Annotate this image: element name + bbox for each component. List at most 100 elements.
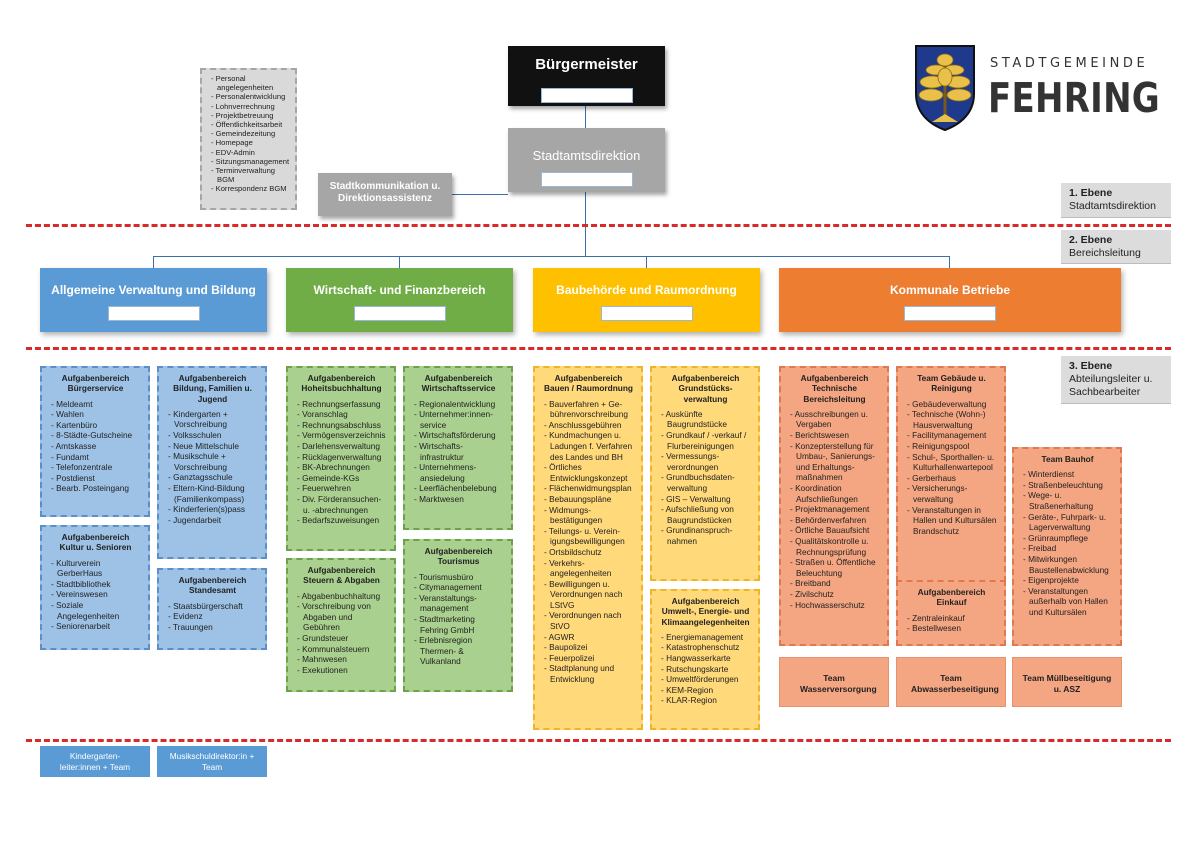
task-list: EnergiemanagementKatastrophenschutzHangw… bbox=[659, 632, 752, 706]
task-item: Stadtbibliothek bbox=[49, 579, 142, 590]
level-2-label: 2. Ebene Bereichsleitung bbox=[1061, 230, 1171, 264]
task-item: Verkehrs-angelegenheiten bbox=[542, 558, 635, 579]
box-bauhof: Team BauhofWinterdienstStraßenbeleuchtun… bbox=[1012, 447, 1122, 646]
staff-item: EDV-Admin bbox=[209, 148, 291, 157]
task-item: Erlebnisregion Thermen- & Vulkanland bbox=[412, 635, 505, 667]
task-list: AbgabenbuchhaltungVorschreibung von Abga… bbox=[295, 591, 388, 676]
task-item: Darlehensverwaltung bbox=[295, 441, 388, 452]
dept-title: Allgemeine Verwaltung und Bildung bbox=[51, 283, 256, 297]
level-sub: Abteilungsleiter u. Sachbearbeiter bbox=[1069, 373, 1153, 398]
task-item: Neue Mittelschule bbox=[166, 441, 259, 452]
task-item: Freibad bbox=[1021, 543, 1114, 554]
task-item: Meldeamt bbox=[49, 399, 142, 410]
logo-line2: FEHRING bbox=[988, 74, 1161, 122]
task-item: Veranstaltungs-management bbox=[412, 593, 505, 614]
task-item: Reinigungspool bbox=[905, 441, 998, 452]
task-item: Stadtmarketing Fehring GmbH bbox=[412, 614, 505, 635]
box-bildung: Aufgabenbereich Bildung, Familien u. Jug… bbox=[157, 366, 267, 559]
dept-wirtschaft-finanz: Wirtschaft- und Finanzbereich bbox=[286, 268, 513, 332]
task-item: Gebäudeverwaltung bbox=[905, 399, 998, 410]
box-einkauf: Aufgabenbereich EinkaufZentraleinkaufBes… bbox=[896, 580, 1006, 646]
name-field bbox=[540, 88, 633, 103]
task-item: Rücklagenverwaltung bbox=[295, 452, 388, 463]
task-item: Volksschulen bbox=[166, 430, 259, 441]
task-item: Mahnwesen bbox=[295, 654, 388, 665]
task-item: Amtskasse bbox=[49, 441, 142, 452]
box-hoheit: Aufgabenbereich HoheitsbuchhaltungRechnu… bbox=[286, 366, 396, 551]
task-item: Gemeinde-KGs bbox=[295, 473, 388, 484]
dept-baubehoerde: Baubehörde und Raumordnung bbox=[533, 268, 760, 332]
staff-item: Sitzungsmanagement bbox=[209, 157, 291, 166]
box-title: Aufgabenbereich Grundstücks-verwaltung bbox=[671, 373, 740, 404]
task-item: Katastrophenschutz bbox=[659, 642, 752, 653]
task-list: Kulturverein GerberHausStadtbibliothekVe… bbox=[49, 558, 142, 632]
task-item: Widmungs-bestätigungen bbox=[542, 505, 635, 526]
task-item: Berichtswesen bbox=[788, 430, 881, 441]
task-list: ZentraleinkaufBestellwesen bbox=[905, 613, 998, 634]
task-list: RegionalentwicklungUnternehmer:innen-ser… bbox=[412, 399, 505, 505]
staff-item: Terminverwaltung BGM bbox=[209, 166, 291, 184]
staff-item: Projektbetreuung bbox=[209, 111, 291, 120]
box-technik: Aufgabenbereich Technische Bereichsleitu… bbox=[779, 366, 889, 646]
task-item: Eltern-Kind-Bildung (Familienkompass) bbox=[166, 483, 259, 504]
buergermeister-title: Bürgermeister bbox=[535, 56, 638, 73]
task-list: StaatsbürgerschaftEvidenzTrauungen bbox=[166, 601, 259, 633]
box-title: Aufgabenbereich Wirtschaftsservice bbox=[421, 373, 496, 394]
task-list: Auskünfte BaugrundstückeGrundkauf / -ver… bbox=[659, 409, 752, 547]
box-grundstueck: Aufgabenbereich Grundstücks-verwaltungAu… bbox=[650, 366, 760, 581]
task-item: Vermessungs-verordnungen bbox=[659, 451, 752, 472]
level-3-label: 3. Ebene Abteilungsleiter u. Sachbearbei… bbox=[1061, 356, 1171, 404]
task-item: Kommunalsteuern bbox=[295, 644, 388, 655]
task-item: Umweltförderungen bbox=[659, 674, 752, 685]
task-item: Ausschreibungen u. Vergaben bbox=[788, 409, 881, 430]
box-title: Aufgabenbereich Tourismus bbox=[424, 546, 493, 567]
task-item: Telefonzentrale bbox=[49, 462, 142, 473]
task-item: Breitband bbox=[788, 578, 881, 589]
task-item: Hochwasserschutz bbox=[788, 600, 881, 611]
task-item: Bearb. Posteingang bbox=[49, 483, 142, 494]
task-item: Jugendarbeit bbox=[166, 515, 259, 526]
task-item: Anschlussgebühren bbox=[542, 420, 635, 431]
task-item: Projektmanagement bbox=[788, 504, 881, 515]
task-item: Kindergarten + Vorschreibung bbox=[166, 409, 259, 430]
task-item: Kundmachungen u. Ladungen f. Verfahren d… bbox=[542, 430, 635, 462]
task-item: Straßenbeleuchtung bbox=[1021, 480, 1114, 491]
task-item: Bestellwesen bbox=[905, 623, 998, 634]
level-title: 3. Ebene bbox=[1069, 360, 1113, 372]
name-field bbox=[904, 306, 996, 321]
task-item: Eigenprojekte bbox=[1021, 575, 1114, 586]
task-item: Qualitätskontrolle u. Rechnungsprüfung bbox=[788, 536, 881, 557]
task-item: Trauungen bbox=[166, 622, 259, 633]
task-item: Bewilligungen u. Verordnungen nach LStVG bbox=[542, 579, 635, 611]
task-item: Behördenverfahren bbox=[788, 515, 881, 526]
level-title: 1. Ebene bbox=[1069, 187, 1113, 199]
box-title: Aufgabenbereich Standesamt bbox=[178, 575, 247, 596]
task-item: Zentraleinkauf bbox=[905, 613, 998, 624]
logo: STADTGEMEINDE FEHRING bbox=[912, 44, 1162, 134]
task-item: Unternehmens-ansiedelung bbox=[412, 462, 505, 483]
task-item: Kulturverein GerberHaus bbox=[49, 558, 142, 579]
logo-line1: STADTGEMEINDE bbox=[990, 56, 1149, 71]
task-list: MeldeamtWahlenKartenbüro8-Städte-Gutsche… bbox=[49, 399, 142, 494]
name-field bbox=[353, 306, 446, 321]
task-item: AGWR bbox=[542, 632, 635, 643]
task-item: Mitwirkungen Baustellenabwicklung bbox=[1021, 554, 1114, 575]
task-item: Zivilschutz bbox=[788, 589, 881, 600]
box-title: Team Bauhof bbox=[1041, 454, 1094, 464]
task-item: Örtliches Entwicklungskonzept bbox=[542, 462, 635, 483]
task-item: Vereinswesen bbox=[49, 589, 142, 600]
task-list: RechnungserfassungVoranschlagRechnungsab… bbox=[295, 399, 388, 526]
coat-of-arms-icon bbox=[915, 45, 975, 132]
task-item: Aufschließung von Baugrundstücken bbox=[659, 504, 752, 525]
staff-list: Personal angelegenheitenPersonalentwickl… bbox=[209, 74, 291, 194]
staff-item: Homepage bbox=[209, 138, 291, 147]
box-title: Aufgabenbereich Hoheitsbuchhaltung bbox=[301, 373, 382, 394]
box-buergerservice: Aufgabenbereich BürgerserviceMeldeamtWah… bbox=[40, 366, 150, 517]
task-item: Auskünfte Baugrundstücke bbox=[659, 409, 752, 430]
level-title: 2. Ebene bbox=[1069, 234, 1113, 246]
box-standesamt: Aufgabenbereich StandesamtStaatsbürgersc… bbox=[157, 568, 267, 650]
task-item: Staatsbürgerschaft bbox=[166, 601, 259, 612]
task-item: BK-Abrechnungen bbox=[295, 462, 388, 473]
task-item: Hangwasserkarte bbox=[659, 653, 752, 664]
task-list: GebäudeverwaltungTechnische (Wohn-) Haus… bbox=[905, 399, 998, 537]
